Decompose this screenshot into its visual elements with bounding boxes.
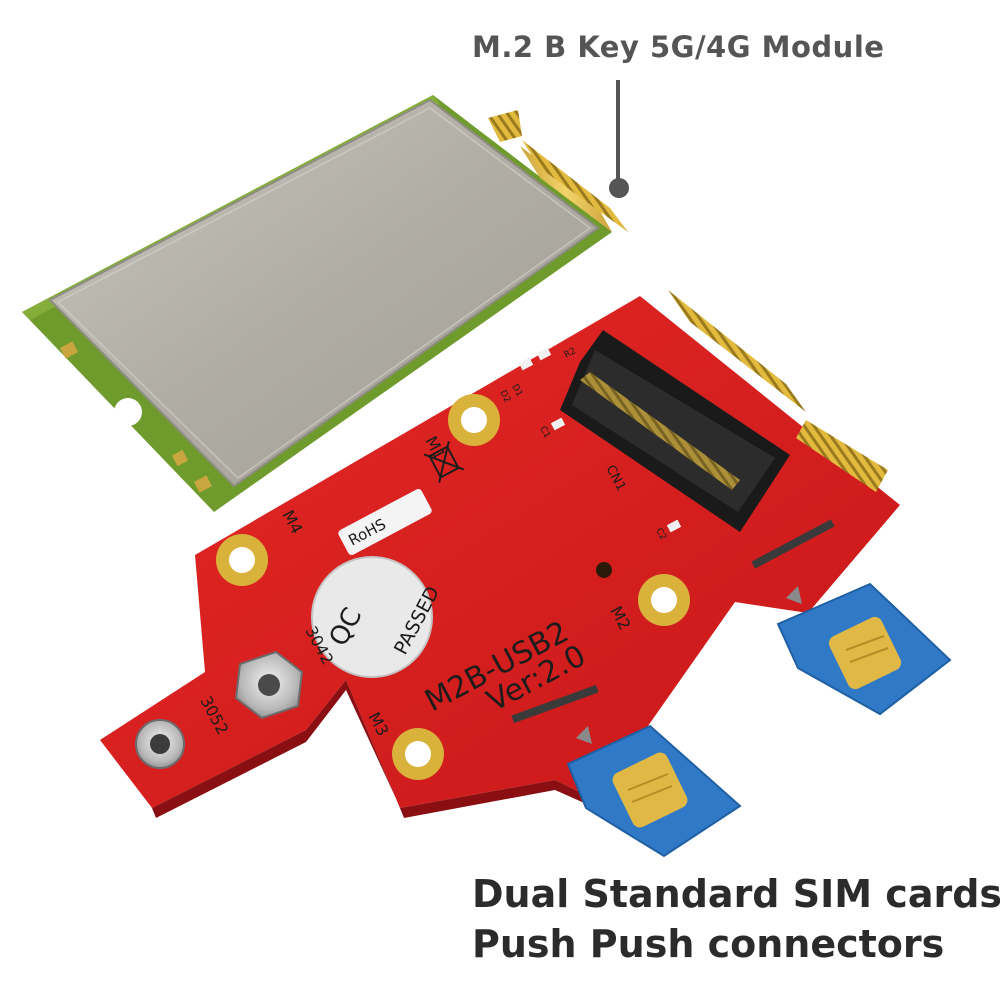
adapter-gold-fingers-bottom — [796, 420, 888, 492]
sim-chip-lower — [612, 752, 688, 828]
component-label-c2: C2 — [653, 527, 667, 542]
weee-bin-icon — [423, 441, 465, 483]
insert-arrow-lower — [576, 726, 592, 744]
mount-hole-m1 — [448, 394, 500, 446]
component-label-r2: R2 — [563, 346, 578, 360]
module-gold-fingers — [522, 140, 628, 232]
via-dot — [596, 562, 612, 578]
mount-hole-m3 — [392, 728, 444, 780]
adapter-gold-fingers-top — [668, 290, 806, 412]
callout-dot — [609, 178, 629, 198]
caption-line-1: Dual Standard SIM cards — [472, 872, 1000, 916]
insert-arrow-upper — [786, 586, 802, 604]
m2-module — [22, 95, 628, 512]
sim-slot-upper — [751, 519, 835, 569]
sim-card-upper — [776, 582, 952, 716]
sim-card-lower — [566, 724, 742, 858]
sim-chip-upper — [828, 616, 902, 690]
caption-line-2: Push Push connectors — [472, 922, 945, 966]
rohs-badge — [338, 488, 432, 556]
component-label-c1: C1 — [537, 425, 551, 440]
adapter-board: M2B-USB2 Ver:2.0 CN1 M1 M2 M3 M4 3042 30… — [100, 290, 900, 818]
mount-hole-m4 — [216, 534, 268, 586]
standoff-nut — [234, 650, 304, 720]
mount-hole-m2 — [638, 574, 690, 626]
sim-slot-lower — [511, 684, 599, 724]
standoff-screw — [135, 719, 185, 769]
module-callout-title: M.2 B Key 5G/4G Module — [472, 30, 885, 64]
qc-passed-sticker — [311, 556, 433, 678]
module-shield-can — [48, 98, 600, 488]
